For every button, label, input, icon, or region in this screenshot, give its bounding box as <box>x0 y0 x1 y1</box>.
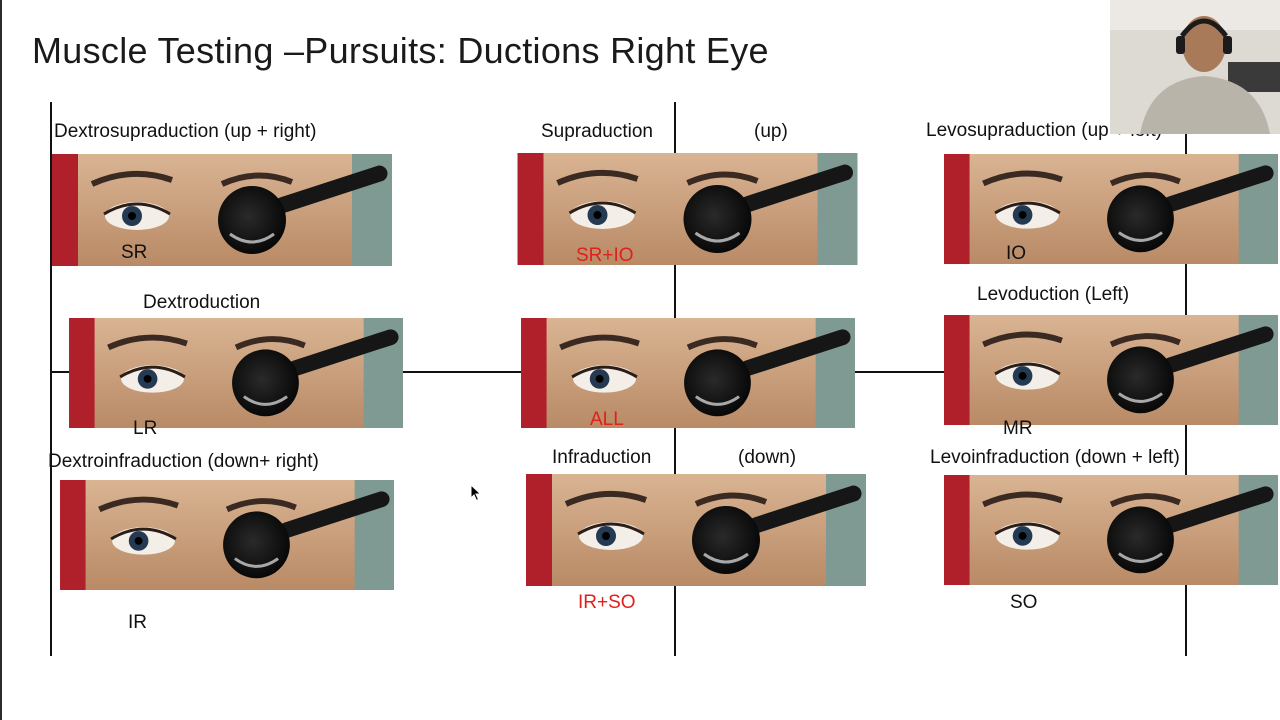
muscle-label-mid-left: LR <box>133 418 158 439</box>
occluder-icon <box>944 314 1278 426</box>
bottom-left-heading: Dextroinfraduction (down+ right) <box>48 451 319 472</box>
occluder-icon <box>52 154 392 266</box>
eye-photo-bottom-left <box>52 480 402 590</box>
muscle-label-top-left: SR <box>121 242 148 263</box>
top-mid-heading-b: (up) <box>754 121 788 142</box>
eye-photo-top-right <box>944 153 1278 265</box>
mid-right-heading: Levoduction (Left) <box>977 284 1130 305</box>
muscle-label-bottom-right: SO <box>1010 592 1038 613</box>
eye-photo-mid-left <box>62 318 410 428</box>
mouse-pointer-icon <box>470 484 482 502</box>
top-right-heading: Levosupraduction (up + left) <box>926 120 1163 141</box>
eye-photo-mid-right <box>944 314 1278 426</box>
grid-line-left <box>50 102 52 656</box>
muscle-label-top-mid: SR+IO <box>576 245 634 266</box>
slide-left-edge <box>0 0 2 720</box>
top-mid-heading-a: Supraduction <box>541 121 653 142</box>
occluder-icon <box>944 153 1278 265</box>
occluder-icon <box>522 474 870 586</box>
bottom-mid-heading-a: Infraduction <box>552 447 652 468</box>
eye-photo-top-mid <box>515 153 860 265</box>
eye-photo-bottom-mid <box>522 474 870 586</box>
mid-left-heading: Dextroduction <box>143 292 261 313</box>
muscle-label-top-right: IO <box>1006 243 1027 264</box>
occluder-icon <box>62 318 410 428</box>
occluder-icon <box>514 318 862 428</box>
eye-photo-mid-mid <box>514 318 862 428</box>
muscle-label-mid-right: MR <box>1003 418 1033 439</box>
occluder-icon <box>944 474 1278 586</box>
bottom-mid-heading-b: (down) <box>738 447 797 468</box>
presenter-avatar <box>1110 0 1280 134</box>
presenter-webcam <box>1110 0 1280 134</box>
muscle-label-bottom-mid: IR+SO <box>578 592 636 613</box>
muscle-label-bottom-left: IR <box>128 612 147 633</box>
occluder-icon <box>515 153 860 265</box>
slide-title: Muscle Testing –Pursuits: Ductions Right… <box>32 30 769 71</box>
occluder-icon <box>52 480 402 590</box>
eye-photo-bottom-right <box>944 474 1278 586</box>
eye-photo-top-left <box>52 154 392 266</box>
bottom-right-heading: Levoinfraduction (down + left) <box>930 447 1180 468</box>
muscle-label-mid-mid: ALL <box>590 409 624 430</box>
top-left-heading: Dextrosupraduction (up + right) <box>54 121 317 142</box>
